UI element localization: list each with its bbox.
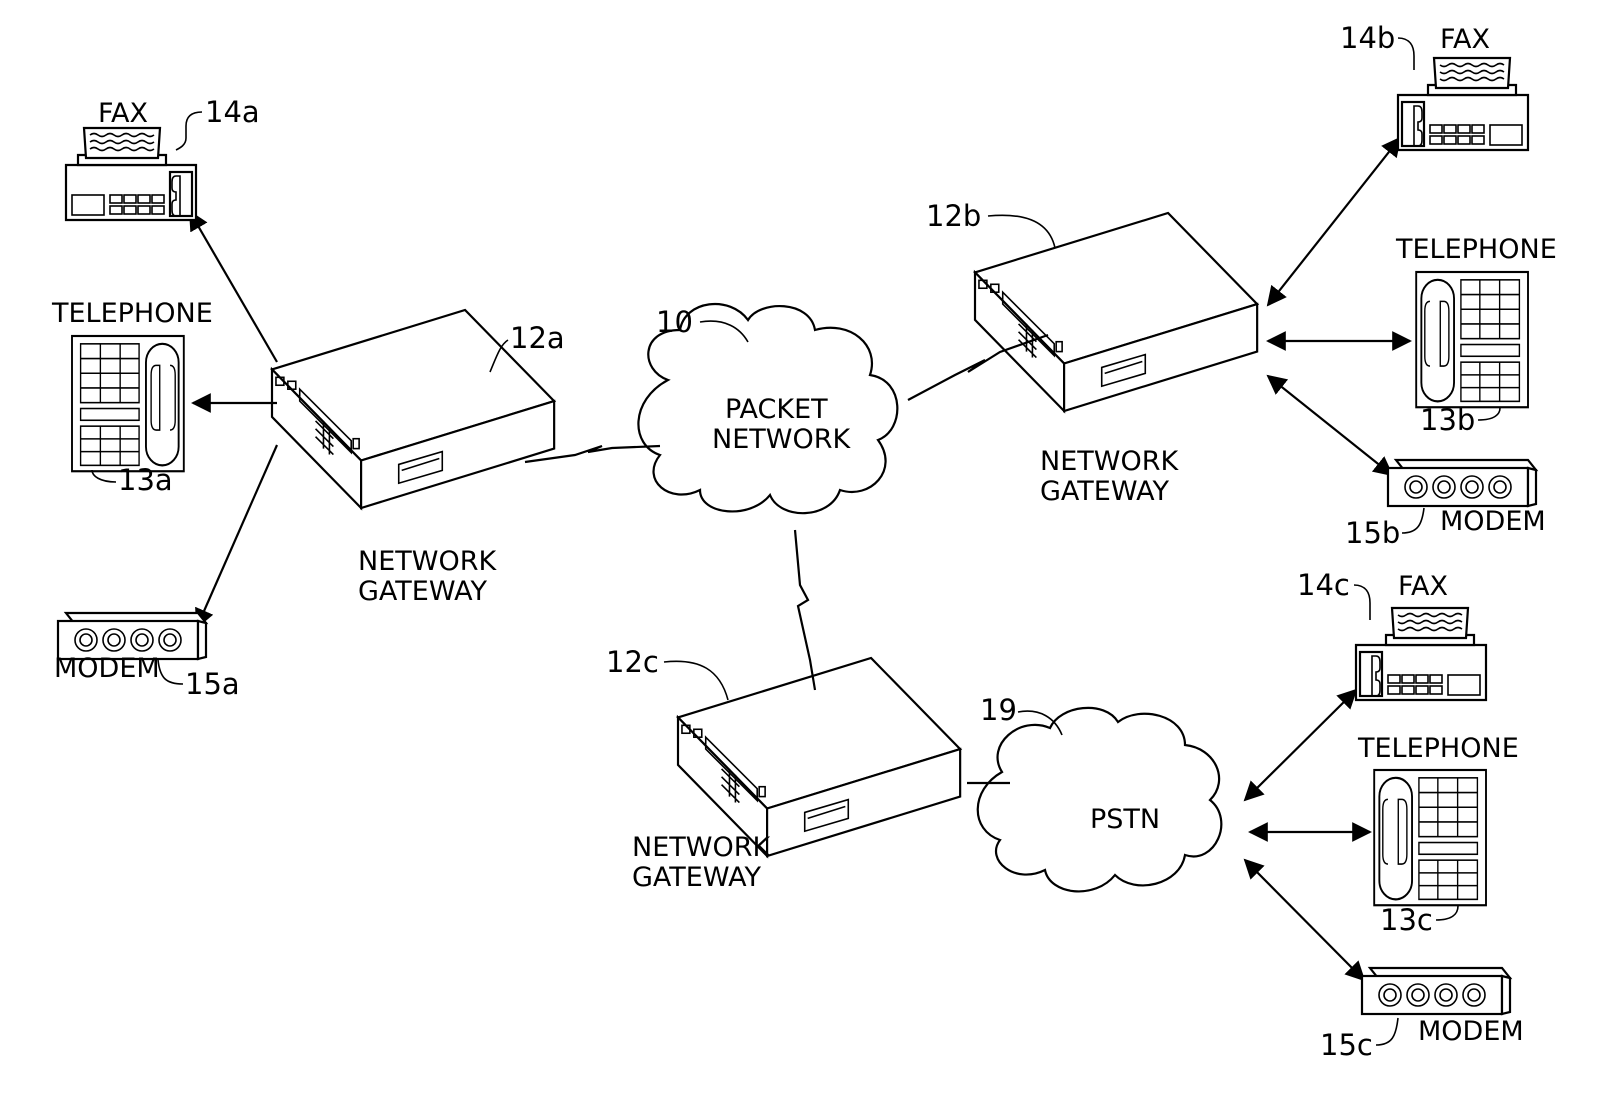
link-gateway-a-packet <box>524 444 661 464</box>
fax-a-ref: 14a <box>205 95 260 129</box>
packet-network-label-1: PACKET <box>725 394 828 425</box>
modem-icon <box>1386 458 1538 508</box>
link-gateway-c-packet <box>793 529 817 691</box>
link-gateway-b-packet <box>907 333 1049 401</box>
telephone-c-ref: 13c <box>1380 903 1433 937</box>
pstn-ref: 19 <box>980 693 1017 727</box>
pstn-label: PSTN <box>1090 804 1160 835</box>
arrow-pstn-modem <box>1243 858 1366 982</box>
telephone-b-ref: 13b <box>1420 403 1475 437</box>
fax-icon <box>1354 606 1488 702</box>
telephone-a-label: TELEPHONE <box>51 298 213 329</box>
telephone-b: TELEPHONE 13b <box>1395 234 1557 437</box>
gateway-a-ref: 12a <box>510 321 565 355</box>
packet-network-cloud: 10 PACKET NETWORK <box>637 302 899 515</box>
modem-a-label: MODEM <box>54 653 160 684</box>
telephone-a: TELEPHONE 13a <box>51 298 213 497</box>
arrow-gateway-a-fax <box>189 210 278 363</box>
gateway-c-ref: 12c <box>606 645 659 679</box>
modem-b-label: MODEM <box>1440 506 1546 537</box>
modem-a: MODEM 15a <box>54 611 240 701</box>
fax-c: 14c FAX <box>1297 568 1488 702</box>
arrows <box>189 136 1412 982</box>
packet-network-label-2: NETWORK <box>712 424 851 455</box>
gateway-b-label-2: GATEWAY <box>1040 476 1169 507</box>
telephone-icon <box>1373 768 1488 907</box>
telephone-b-label: TELEPHONE <box>1395 234 1557 265</box>
modem-a-ref: 15a <box>185 667 240 701</box>
fax-icon <box>64 126 198 222</box>
gateway-c-icon <box>676 656 962 858</box>
pstn-cloud: 19 PSTN <box>976 693 1223 893</box>
fax-a: FAX 14a <box>64 95 260 222</box>
modem-c-ref: 15c <box>1320 1028 1373 1062</box>
fax-icon <box>1396 56 1530 152</box>
fax-c-ref: 14c <box>1297 568 1350 602</box>
fax-c-label: FAX <box>1398 571 1448 602</box>
gateway-c-label-1: NETWORK <box>632 832 771 863</box>
telephone-c: TELEPHONE 13c <box>1357 733 1519 937</box>
network-gateway-b: 12b NETWORK GATEWAY <box>926 199 1259 507</box>
telephone-c-label: TELEPHONE <box>1357 733 1519 764</box>
gateway-a-label-1: NETWORK <box>358 546 497 577</box>
arrow-gateway-b-modem <box>1266 374 1394 477</box>
modem-b: MODEM 15b <box>1345 458 1546 550</box>
network-gateway-a: 12a NETWORK GATEWAY <box>270 308 565 607</box>
gateway-a-label-2: GATEWAY <box>358 576 487 607</box>
arrow-gateway-a-modem <box>195 444 279 629</box>
modem-c: MODEM 15c <box>1320 966 1524 1062</box>
telephone-a-ref: 13a <box>118 463 173 497</box>
gateway-b-ref: 12b <box>926 199 981 233</box>
arrow-pstn-fax <box>1243 688 1358 802</box>
telephone-icon <box>70 334 185 473</box>
fax-b-ref: 14b <box>1340 21 1395 55</box>
fax-b-label: FAX <box>1440 24 1490 55</box>
packet-network-ref: 10 <box>656 305 693 339</box>
modem-icon <box>1360 966 1512 1016</box>
gateway-c-label-2: GATEWAY <box>632 862 761 893</box>
modem-b-ref: 15b <box>1345 516 1400 550</box>
fax-b: 14b FAX <box>1340 21 1530 152</box>
modem-c-label: MODEM <box>1418 1016 1524 1047</box>
telephone-icon <box>1415 270 1530 409</box>
gateway-b-icon <box>973 211 1259 413</box>
arrow-gateway-b-fax <box>1266 136 1402 307</box>
network-gateway-c: 12c NETWORK GATEWAY <box>606 645 962 893</box>
gateway-b-label-1: NETWORK <box>1040 446 1179 477</box>
fax-a-label: FAX <box>98 98 148 129</box>
links <box>524 333 1049 785</box>
